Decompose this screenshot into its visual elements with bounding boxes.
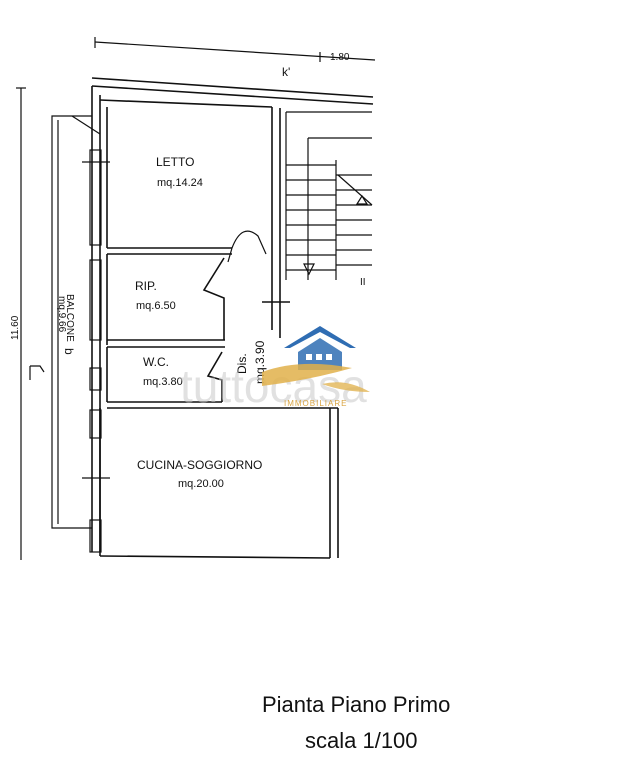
cucina-room-walls — [99, 407, 339, 559]
room-letto-area: mq.14.24 — [157, 177, 203, 189]
dimension-top-width: 1.80 — [330, 52, 350, 63]
wc-room-walls — [106, 347, 240, 409]
balcony-outline — [29, 115, 101, 529]
left-exterior-wall — [91, 86, 101, 552]
marker-k: k' — [282, 65, 290, 79]
letto-room-walls — [99, 99, 273, 255]
plan-scale: scala 1/100 — [305, 728, 418, 753]
watermark-subtext: IMMOBILIARE — [284, 399, 347, 408]
room-letto-name: LETTO — [156, 155, 194, 169]
plan-title: Pianta Piano Primo — [262, 692, 451, 717]
marker-b: b — [62, 348, 76, 355]
room-balcone-area: mq.9.66 — [56, 296, 67, 333]
dimension-left-height: 11.60 — [10, 315, 21, 340]
room-wc-name: W.C. — [143, 355, 169, 369]
watermark-logo: tuttocasa IMMOBILIARE — [180, 326, 370, 412]
room-balcone-name: BALCONE — [64, 294, 75, 342]
stair-mark: II — [360, 277, 366, 288]
room-rip-area: mq.6.50 — [136, 300, 176, 312]
room-cucina-name: CUCINA-SOGGIORNO — [137, 458, 262, 472]
staircase — [285, 111, 373, 280]
top-exterior-wall — [91, 77, 374, 105]
rip-room-walls — [106, 254, 225, 348]
left-dimension-line — [16, 87, 26, 560]
house-logo-icon — [262, 326, 370, 392]
top-dimension-line — [94, 37, 376, 62]
letto-door — [227, 230, 267, 263]
room-dis-name: Dis. — [235, 353, 249, 374]
room-rip-name: RIP. — [135, 279, 157, 293]
room-wc-area: mq.3.80 — [143, 376, 183, 388]
dis-corridor-walls — [262, 108, 290, 338]
room-cucina-area: mq.20.00 — [178, 478, 224, 490]
left-wall-windows — [82, 149, 110, 553]
